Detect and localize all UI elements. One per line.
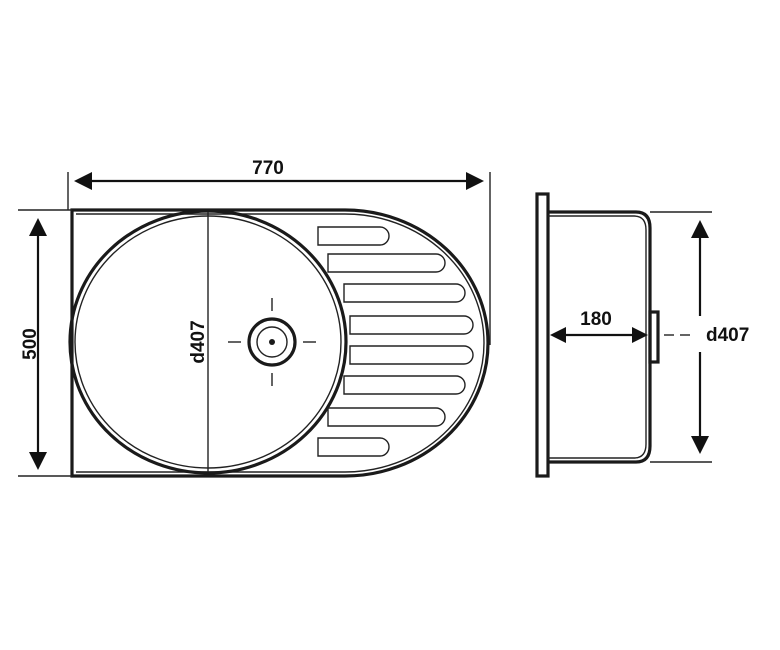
drainer-groove	[327, 407, 446, 427]
depth-dimension: 500	[18, 209, 72, 477]
bowl-profile-inner	[548, 215, 647, 459]
width-dimension-label: 770	[252, 158, 284, 179]
drainer-groove	[343, 283, 466, 303]
sink-outline-inner	[76, 213, 485, 473]
width-dimension: 770	[67, 158, 491, 345]
side-diameter-dimension: d407	[650, 211, 749, 463]
depth-dimension-label: 500	[20, 328, 41, 360]
rim-flange	[535, 192, 550, 478]
side-view: 180 d407	[535, 192, 749, 478]
side-diameter-label: d407	[706, 325, 749, 346]
drain-outlet	[648, 310, 660, 364]
top-view: 770 500 d407	[18, 158, 491, 478]
drainer-groove	[343, 375, 466, 395]
drainer-grooves	[317, 226, 474, 457]
bowl-depth-label: 180	[580, 309, 612, 330]
drainer-groove	[327, 253, 446, 273]
bowl-diameter-label: d407	[188, 320, 209, 363]
drainer-groove	[349, 315, 474, 335]
sink-outline	[70, 208, 490, 478]
bowl-circle	[68, 209, 348, 475]
drainer-groove	[349, 345, 474, 365]
drain-icon	[228, 298, 316, 386]
drainer-groove	[317, 437, 390, 457]
bowl-depth-dimension: 180	[550, 309, 648, 343]
drainer-groove	[317, 226, 390, 246]
